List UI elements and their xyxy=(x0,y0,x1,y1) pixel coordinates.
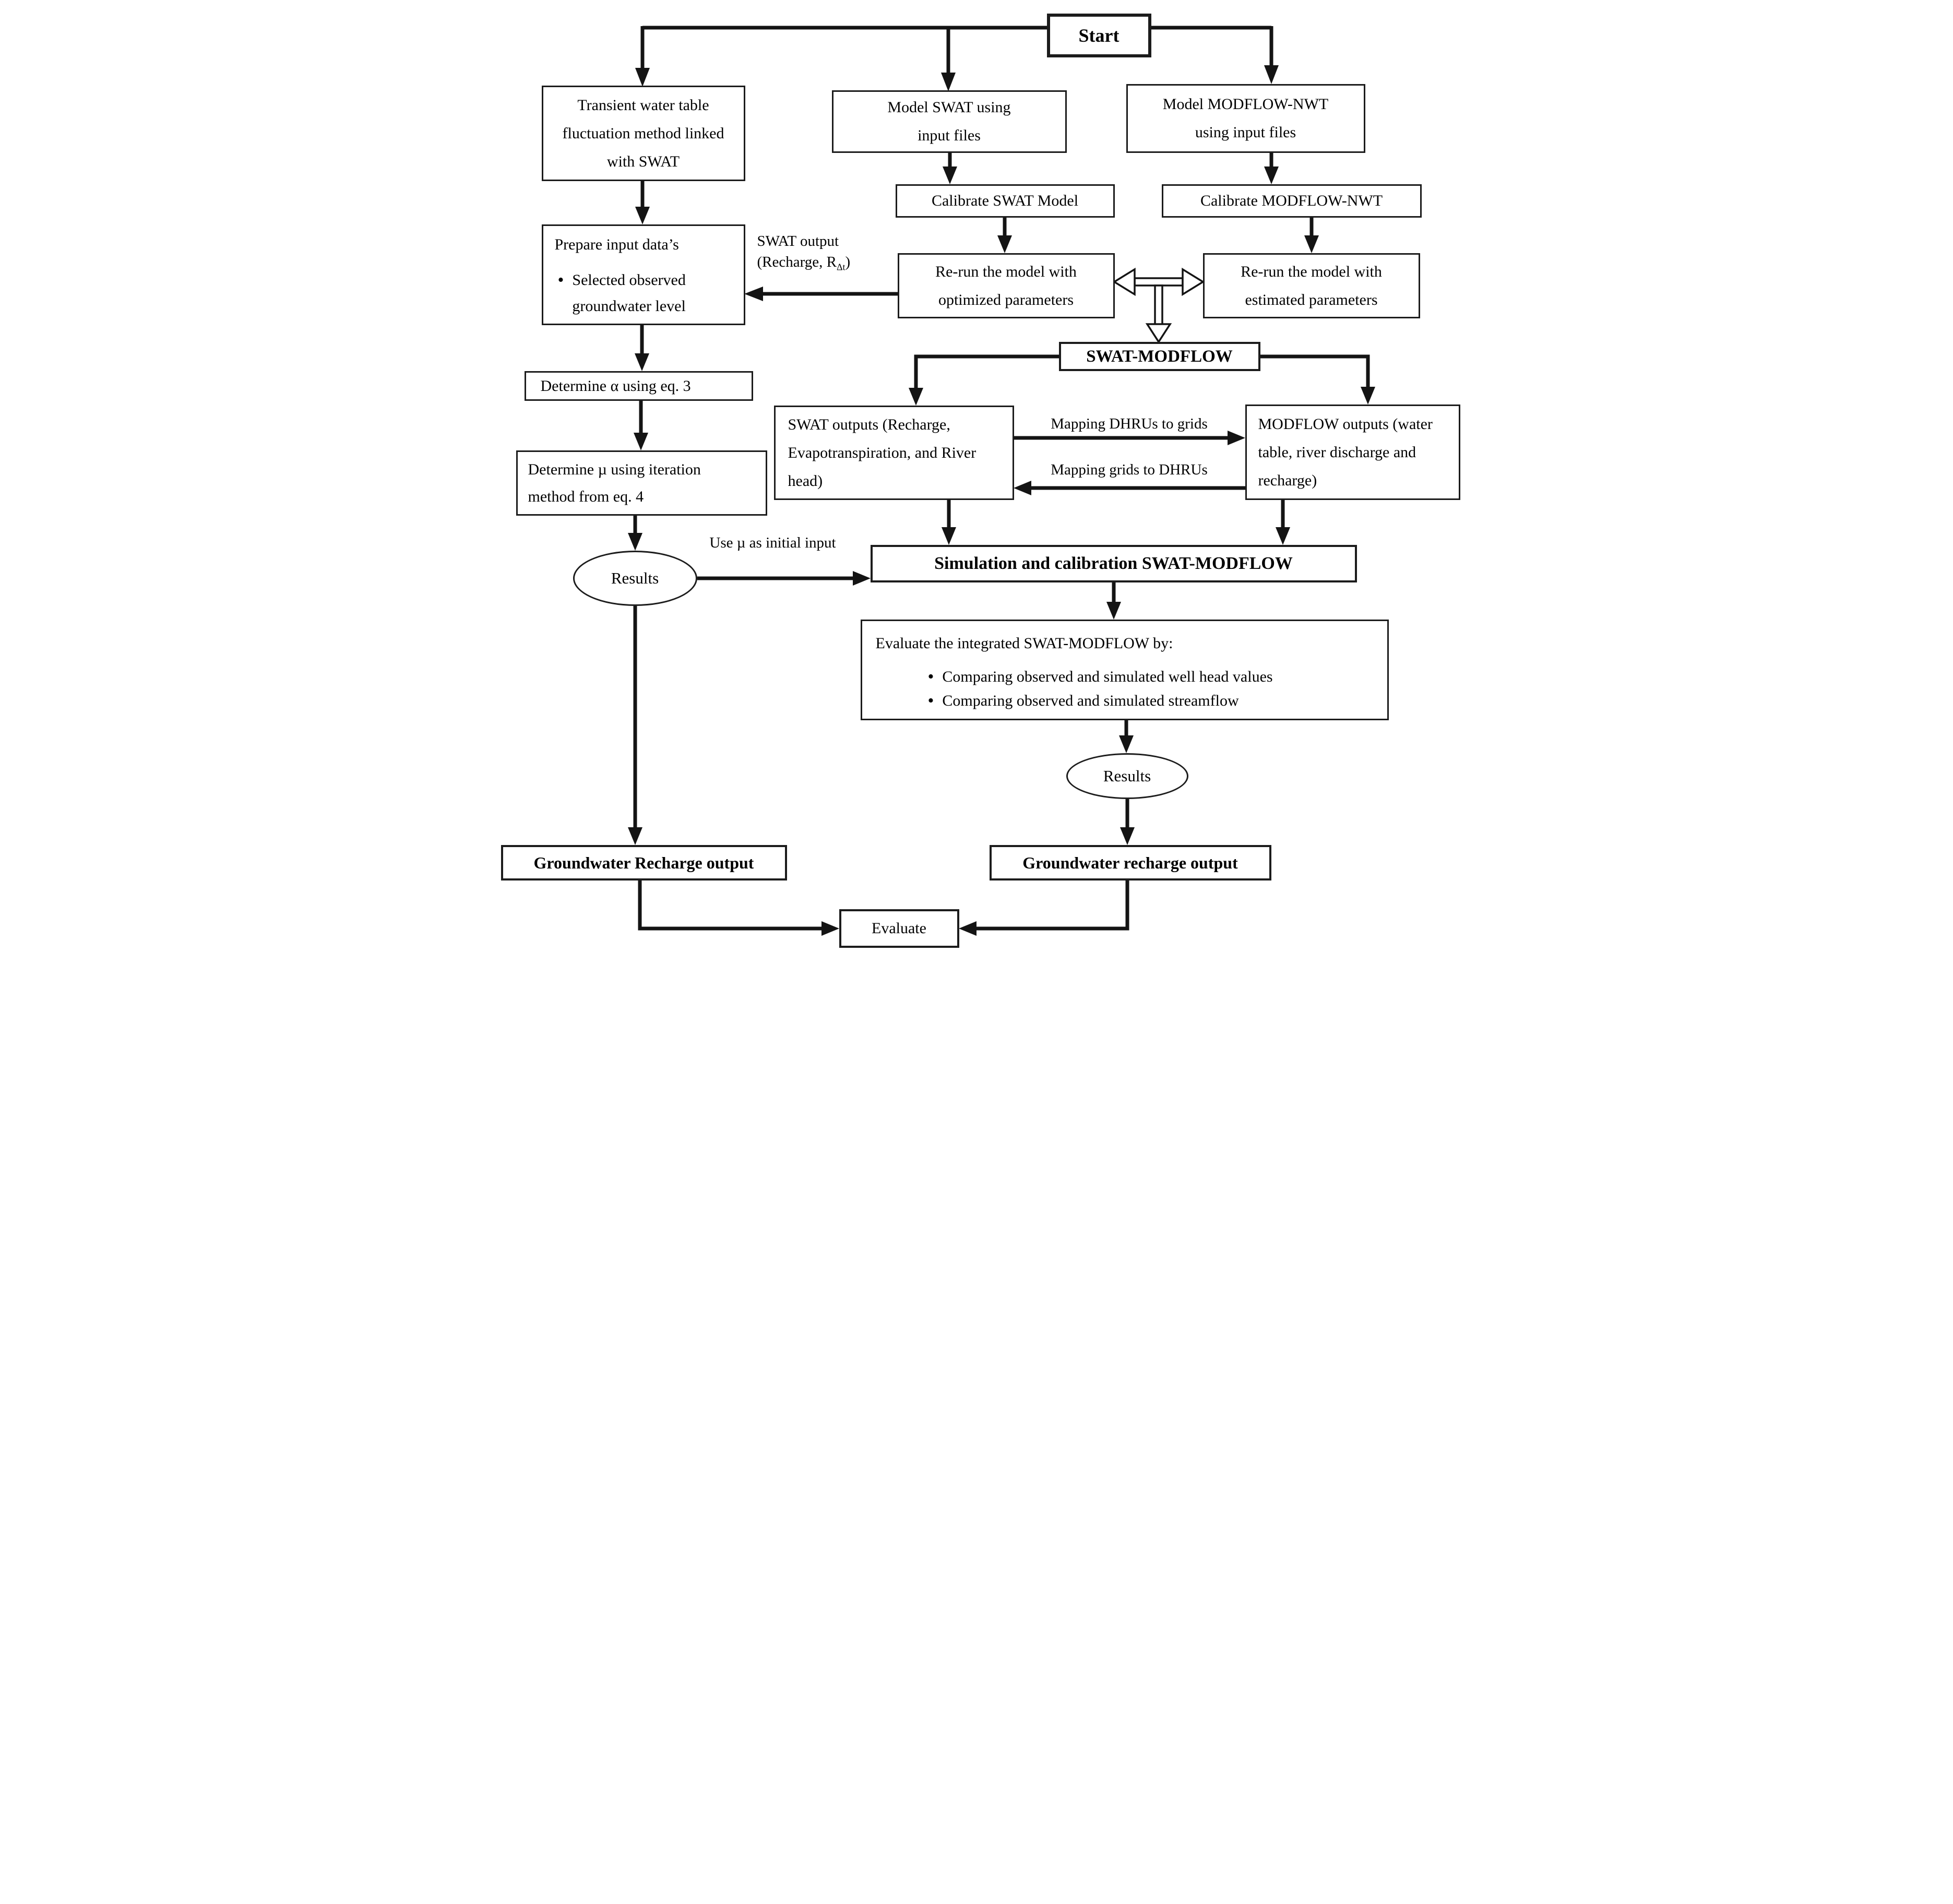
node-modflow-outputs: MODFLOW outputs (water table, river disc… xyxy=(1245,404,1460,500)
arrow-gwleft-to-evaluate xyxy=(638,880,823,931)
node-calibrate-swat: Calibrate SWAT Model xyxy=(895,184,1115,218)
arrow-gwright-to-evaluate xyxy=(975,880,1129,931)
node-rerun-optimized-label: Re-run the model with optimized paramete… xyxy=(935,263,1077,308)
node-determine-alpha: Determine α using eq. 3 xyxy=(524,371,753,401)
node-swat-outputs: SWAT outputs (Recharge, Evapotranspirati… xyxy=(773,406,1014,500)
node-determine-mu: Determine µ using iteration method from … xyxy=(516,450,767,516)
node-prepare-input: Prepare input data’s Selected observed g… xyxy=(541,224,745,325)
node-determine-mu-label: Determine µ using iteration method from … xyxy=(528,460,701,505)
node-calibrate-modflow: Calibrate MODFLOW-NWT xyxy=(1161,184,1422,218)
node-determine-alpha-label: Determine α using eq. 3 xyxy=(540,377,691,395)
node-rerun-estimated-label: Re-run the model with estimated paramete… xyxy=(1241,263,1382,308)
node-model-swat-label: Model SWAT using input files xyxy=(887,99,1011,144)
label-use-mu: Use µ as initial input xyxy=(709,534,836,551)
node-calibrate-modflow-label: Calibrate MODFLOW-NWT xyxy=(1200,192,1383,209)
node-start-label: Start xyxy=(1078,25,1120,46)
node-modflow-outputs-label: MODFLOW outputs (water table, river disc… xyxy=(1258,415,1433,489)
node-simulation-calibration-label: Simulation and calibration SWAT-MODFLOW xyxy=(934,554,1293,573)
label-swat-output-line1: SWAT output xyxy=(757,233,839,249)
label-mapping-grids-to-dhrus: Mapping grids to DHRUs xyxy=(1051,461,1208,478)
node-rerun-optimized: Re-run the model with optimized paramete… xyxy=(897,253,1115,318)
hollow-double-arrow xyxy=(1112,267,1205,344)
node-model-modflow: Model MODFLOW-NWT using input files xyxy=(1126,84,1365,153)
arrow-swatmodflow-to-modflowoutputs xyxy=(1260,354,1370,388)
node-results-left: Results xyxy=(573,551,697,606)
node-transient-label: Transient water table fluctuation method… xyxy=(562,96,724,170)
arrow-swatmodflow-to-swatoutputs xyxy=(914,354,1059,389)
node-swat-modflow-label: SWAT-MODFLOW xyxy=(1086,347,1233,366)
node-start: Start xyxy=(1046,14,1151,57)
label-mapping-dhrus-to-grids: Mapping DHRUs to grids xyxy=(1051,415,1208,432)
node-prepare-bullet: Selected observed groundwater level xyxy=(572,271,686,315)
node-gw-recharge-output-right: Groundwater recharge output xyxy=(989,845,1271,880)
arrow-lines xyxy=(633,26,1370,931)
label-swat-output: SWAT output (Recharge, RΔt) xyxy=(757,231,893,277)
node-evaluate-label: Evaluate xyxy=(872,920,926,937)
node-calibrate-swat-label: Calibrate SWAT Model xyxy=(931,192,1079,209)
connector-arrows xyxy=(627,26,1375,936)
arrow-heads xyxy=(627,65,1375,936)
node-prepare-title: Prepare input data’s xyxy=(554,235,679,253)
node-transient-method: Transient water table fluctuation method… xyxy=(541,86,745,181)
label-swat-output-line2: (Recharge, RΔt) xyxy=(757,254,851,272)
node-results-right: Results xyxy=(1066,753,1188,799)
node-gw-recharge-output-left: Groundwater Recharge output xyxy=(501,845,787,880)
node-model-swat: Model SWAT using input files xyxy=(831,90,1067,153)
node-results-right-label: Results xyxy=(1103,767,1151,785)
node-evaluate-integrated: Evaluate the integrated SWAT-MODFLOW by:… xyxy=(860,620,1389,720)
node-simulation-calibration: Simulation and calibration SWAT-MODFLOW xyxy=(870,545,1357,582)
node-swat-modflow: SWAT-MODFLOW xyxy=(1058,342,1260,371)
node-evaluate-bullet-2: Comparing observed and simulated streamf… xyxy=(942,692,1239,709)
node-swat-outputs-label: SWAT outputs (Recharge, Evapotranspirati… xyxy=(788,415,976,490)
flowchart-canvas: Start Transient water table fluctuation … xyxy=(488,0,1465,952)
label-swat-output-subscript: Δt xyxy=(836,261,845,272)
node-results-left-label: Results xyxy=(611,569,659,587)
node-model-modflow-label: Model MODFLOW-NWT using input files xyxy=(1162,96,1329,141)
node-evaluate: Evaluate xyxy=(839,909,959,948)
node-gw-recharge-output-left-label: Groundwater Recharge output xyxy=(533,853,754,872)
node-evaluate-bullet-1: Comparing observed and simulated well he… xyxy=(942,668,1273,685)
node-rerun-estimated: Re-run the model with estimated paramete… xyxy=(1202,253,1420,318)
node-gw-recharge-output-right-label: Groundwater recharge output xyxy=(1022,853,1238,872)
node-evaluate-integrated-title: Evaluate the integrated SWAT-MODFLOW by: xyxy=(875,635,1173,652)
